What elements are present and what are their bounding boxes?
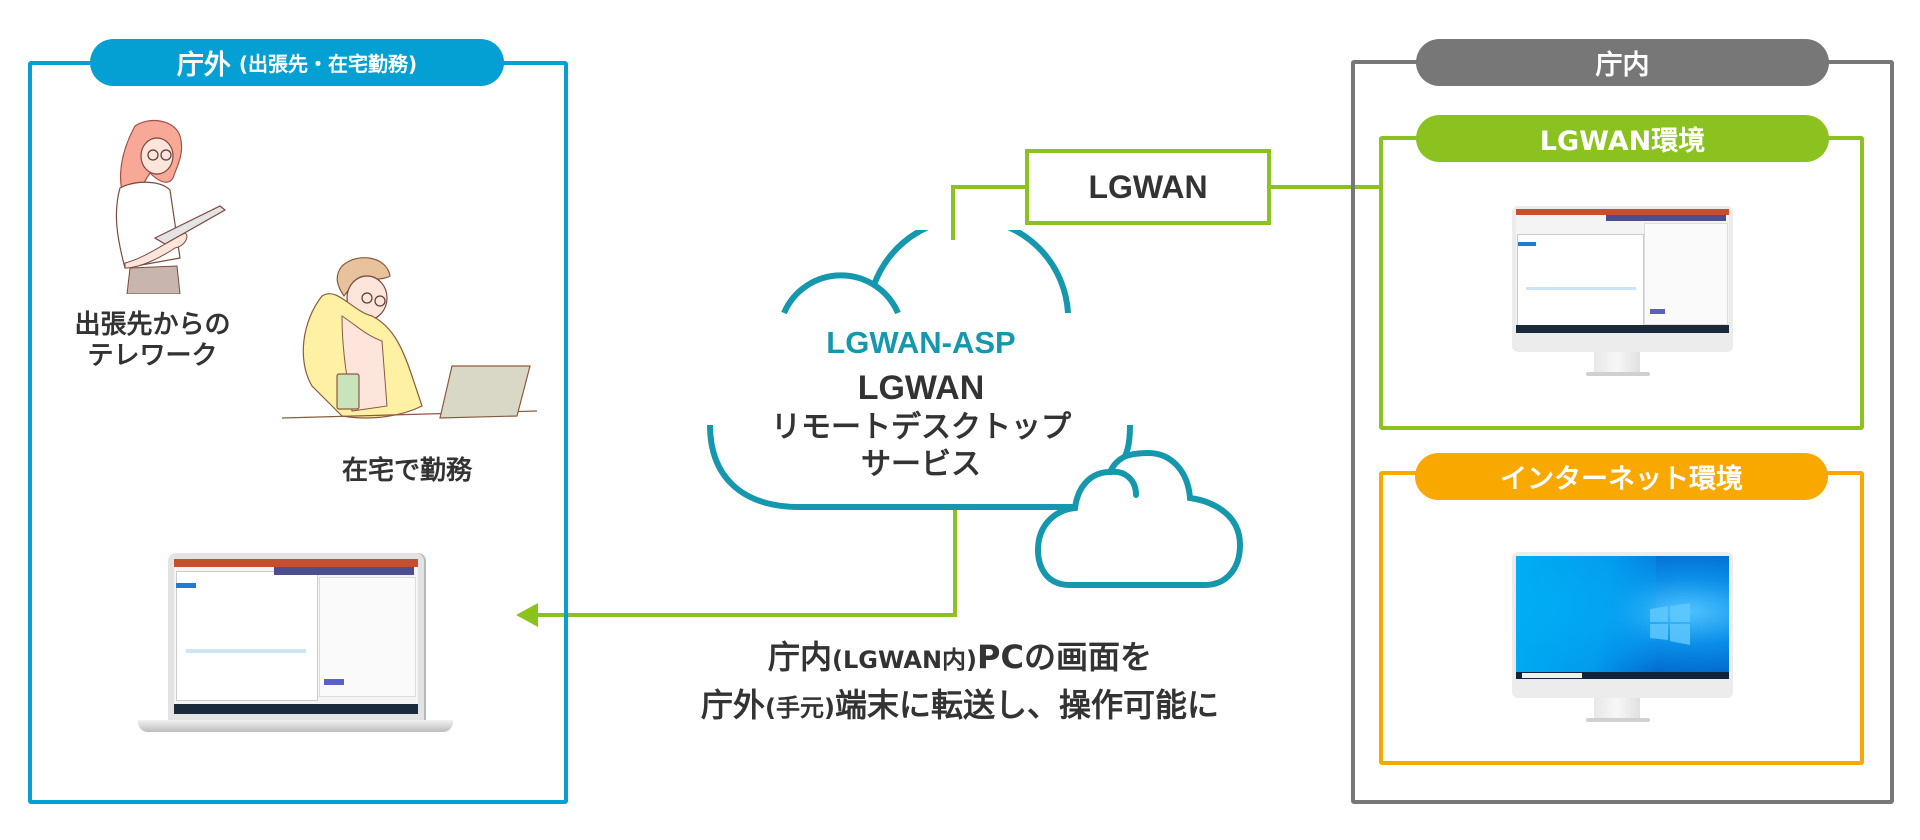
description-l2-a: 庁外 — [701, 686, 766, 724]
monitor-office-screen — [1516, 209, 1729, 333]
description-l2-c: 端末に転送し、操作可能に — [834, 686, 1219, 724]
business-trip-woman-icon — [115, 119, 227, 294]
cloud-service-type: LGWAN-ASP — [826, 325, 1016, 360]
home-work-caption: 在宅で勤務 — [341, 456, 472, 486]
cloud-to-lgwan-line — [951, 185, 1027, 240]
internet-env-title: インターネット環境 — [1415, 453, 1828, 500]
business-trip-caption: 出張先からの テレワーク — [55, 310, 250, 372]
monitor-windows-desktop-icon — [1512, 552, 1733, 724]
lgwan-env-title: LGWAN環境 — [1416, 115, 1829, 162]
cloud-service-name-line1: LGWAN — [857, 369, 985, 407]
lgwan-network-box: LGWAN — [1025, 149, 1271, 225]
windows-taskbar — [1516, 672, 1729, 679]
monitor-base — [1586, 718, 1650, 722]
monitor-office-apps-icon — [1512, 206, 1733, 378]
business-trip-caption-line1: 出張先からの — [74, 310, 231, 340]
outside-title-main: 庁外 — [176, 50, 231, 81]
monitor-stand — [1594, 352, 1640, 374]
inside-zone-title: 庁内 — [1416, 39, 1829, 86]
cloud-service-icon — [707, 230, 1244, 588]
windows-logo-icon — [1650, 603, 1690, 645]
cloud-small-bump — [781, 272, 901, 315]
description-l1-c: PCの画面を — [977, 638, 1152, 676]
outside-title-sub: (出張先・在宅勤務) — [238, 52, 418, 76]
monitor-stand — [1594, 698, 1640, 720]
small-cloud — [1034, 449, 1244, 588]
lgwan-network-label: LGWAN — [1088, 168, 1208, 205]
cloud-to-laptop-line — [535, 505, 957, 617]
laptop-screen — [174, 559, 418, 714]
windows-desktop-screen — [1516, 556, 1729, 679]
cloud-big-bump — [871, 230, 1071, 314]
description-l1-a: 庁内 — [768, 638, 833, 676]
arrow-head-icon — [516, 603, 538, 627]
description-l1-b: (LGWAN内) — [832, 646, 978, 674]
description-l2-b: (手元) — [765, 694, 835, 722]
home-worker-man-icon — [282, 257, 537, 419]
laptop-remote-desktop-icon — [168, 553, 424, 720]
cloud-lower-body — [707, 424, 1090, 510]
business-trip-caption-line2: テレワーク — [87, 341, 218, 372]
description-line1: 庁内(LGWAN内)PCの画面を — [660, 638, 1260, 676]
cloud-service-name-line2: リモートデスクトップ — [771, 410, 1071, 445]
laptop-base — [138, 720, 453, 732]
description-line2: 庁外(手元)端末に転送し、操作可能に — [640, 686, 1280, 724]
cloud-service-name-line3: サービス — [861, 447, 981, 482]
outside-zone-title: 庁外 (出張先・在宅勤務) — [90, 39, 504, 86]
monitor-base — [1586, 372, 1650, 376]
